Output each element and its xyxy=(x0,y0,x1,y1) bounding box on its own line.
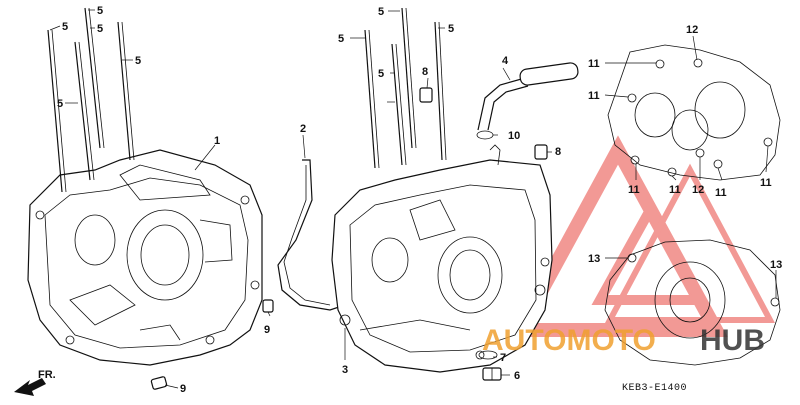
callout-9: 9 xyxy=(180,383,186,395)
o-ring xyxy=(476,130,494,140)
watermark-text-primary: AUTOMOTO xyxy=(482,324,656,357)
callout-10: 10 xyxy=(508,130,520,142)
callout-8: 8 xyxy=(555,146,561,158)
callout-labels: 5 5 5 5 5 1 2 9 9 5 5 5 5 8 4 10 8 3 7 6… xyxy=(57,5,782,395)
callout-11: 11 xyxy=(669,184,681,196)
sealing-washer xyxy=(478,350,498,360)
callout-11: 11 xyxy=(588,58,600,70)
leader-lines xyxy=(49,9,777,389)
callout-5: 5 xyxy=(378,6,384,18)
callout-5: 5 xyxy=(448,23,454,35)
callout-5: 5 xyxy=(97,23,103,35)
callout-9: 9 xyxy=(264,324,270,336)
crankcase-gasket xyxy=(277,159,346,311)
breather-tube xyxy=(477,62,579,131)
watermark-text-secondary: HUB xyxy=(700,324,765,357)
callout-5: 5 xyxy=(135,55,141,67)
callout-7: 7 xyxy=(500,352,506,364)
callout-13: 13 xyxy=(588,253,600,265)
case-outline-upper xyxy=(607,44,781,181)
callout-5: 5 xyxy=(62,21,68,33)
callout-5: 5 xyxy=(57,98,63,110)
callout-5: 5 xyxy=(338,33,344,45)
left-studs xyxy=(47,7,135,193)
callout-13: 13 xyxy=(770,259,782,271)
left-crankcase xyxy=(27,149,263,366)
callout-11: 11 xyxy=(588,90,600,102)
callout-5: 5 xyxy=(378,68,384,80)
callout-11: 11 xyxy=(760,177,772,189)
watermark-text: AUTOMOTO HUB xyxy=(482,324,765,357)
callout-8: 8 xyxy=(422,66,428,78)
front-direction-label: FR. xyxy=(38,369,56,381)
callout-12: 12 xyxy=(692,184,704,196)
front-direction-arrow: FR. xyxy=(14,369,56,396)
right-studs xyxy=(364,7,447,169)
watermark-logo xyxy=(508,135,775,337)
callout-1: 1 xyxy=(214,135,220,147)
case-outline-lower xyxy=(604,239,781,366)
drain-bolt xyxy=(482,367,502,381)
diagram-code: KEB3-E1400 xyxy=(622,383,687,394)
callout-4: 4 xyxy=(502,55,509,67)
callout-5: 5 xyxy=(97,5,103,17)
callout-12: 12 xyxy=(686,24,698,36)
callout-11: 11 xyxy=(628,184,640,196)
callout-3: 3 xyxy=(342,364,348,376)
callout-11: 11 xyxy=(715,187,727,199)
callout-2: 2 xyxy=(300,123,306,135)
callout-6: 6 xyxy=(514,370,520,382)
right-crankcase xyxy=(331,144,553,373)
